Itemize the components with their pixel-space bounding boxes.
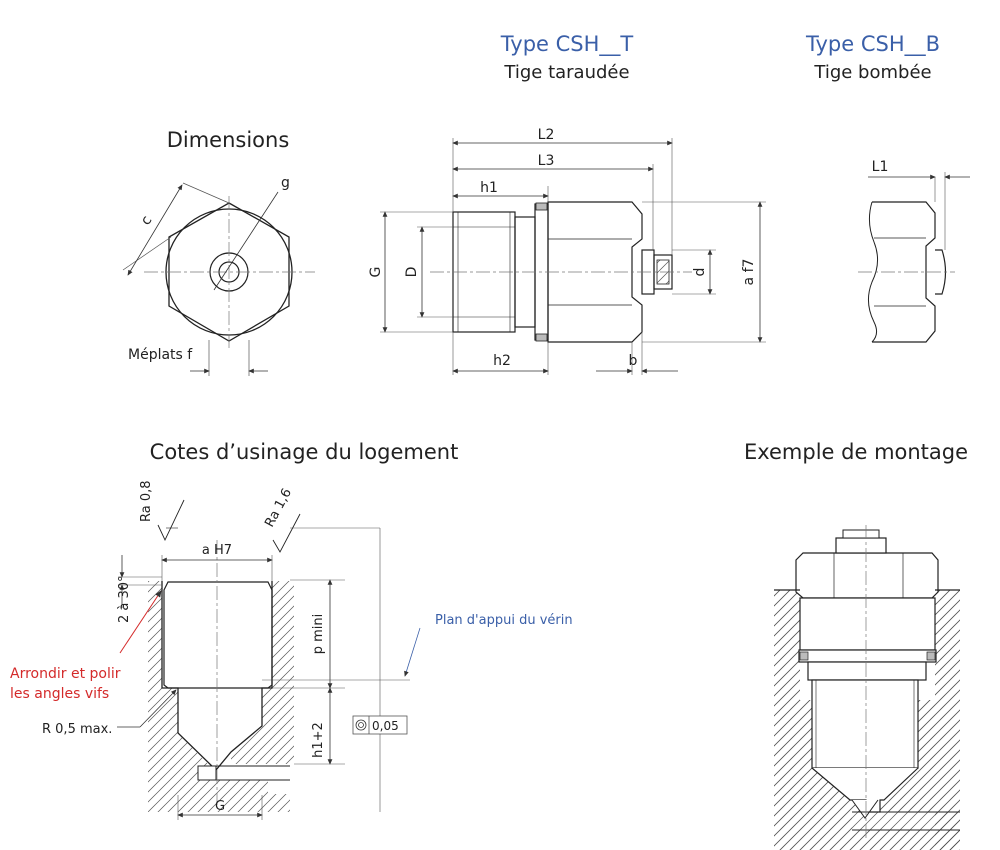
label-G-usinage: G (215, 799, 225, 814)
label-tolerance: 0,05 (372, 719, 399, 733)
label-G: G (368, 267, 384, 278)
section-montage: Exemple de montage (744, 440, 968, 464)
side-view-t (430, 201, 692, 343)
montage-drawing (774, 525, 960, 850)
label-aH7: a H7 (202, 543, 232, 558)
arrondir-leader (119, 590, 162, 654)
label-r05: R 0,5 max. (42, 722, 112, 737)
label-arrondir-2: les angles vifs (10, 686, 109, 702)
type-b-title: Type CSH__B (805, 32, 940, 57)
label-g: g (281, 175, 290, 191)
label-pmini: p mini (311, 614, 326, 655)
label-af7: a f7 (741, 259, 757, 286)
type-b-subtitle: Tige bombée (813, 62, 931, 83)
label-L3: L3 (538, 153, 555, 169)
label-L1: L1 (872, 159, 889, 175)
label-L2: L2 (538, 127, 555, 143)
label-h2: h2 (493, 353, 511, 369)
label-chamfer: 2 à 30° (117, 575, 132, 623)
front-view (122, 182, 315, 376)
section-usinage: Cotes d’usinage du logement (150, 440, 459, 464)
label-c: c (138, 213, 156, 228)
section-dimensions: Dimensions (167, 128, 290, 152)
label-ra08: Ra 0,8 (139, 480, 154, 522)
label-plan-appui: Plan d'appui du vérin (435, 613, 573, 628)
type-t-title: Type CSH__T (500, 32, 634, 57)
label-arrondir-1: Arrondir et polir (10, 666, 121, 682)
side-view-t-dimensions (380, 138, 766, 375)
side-view-b (858, 172, 970, 343)
label-D: D (404, 267, 420, 278)
label-d: d (692, 268, 708, 277)
label-h1: h1 (480, 180, 498, 196)
type-t-subtitle: Tige taraudée (503, 62, 629, 83)
label-meplats: Méplats f (128, 347, 193, 363)
label-ra16: Ra 1,6 (262, 486, 295, 530)
label-h1plus2: h1+2 (311, 722, 326, 758)
label-b: b (629, 353, 638, 369)
usinage-drawing (117, 499, 421, 820)
